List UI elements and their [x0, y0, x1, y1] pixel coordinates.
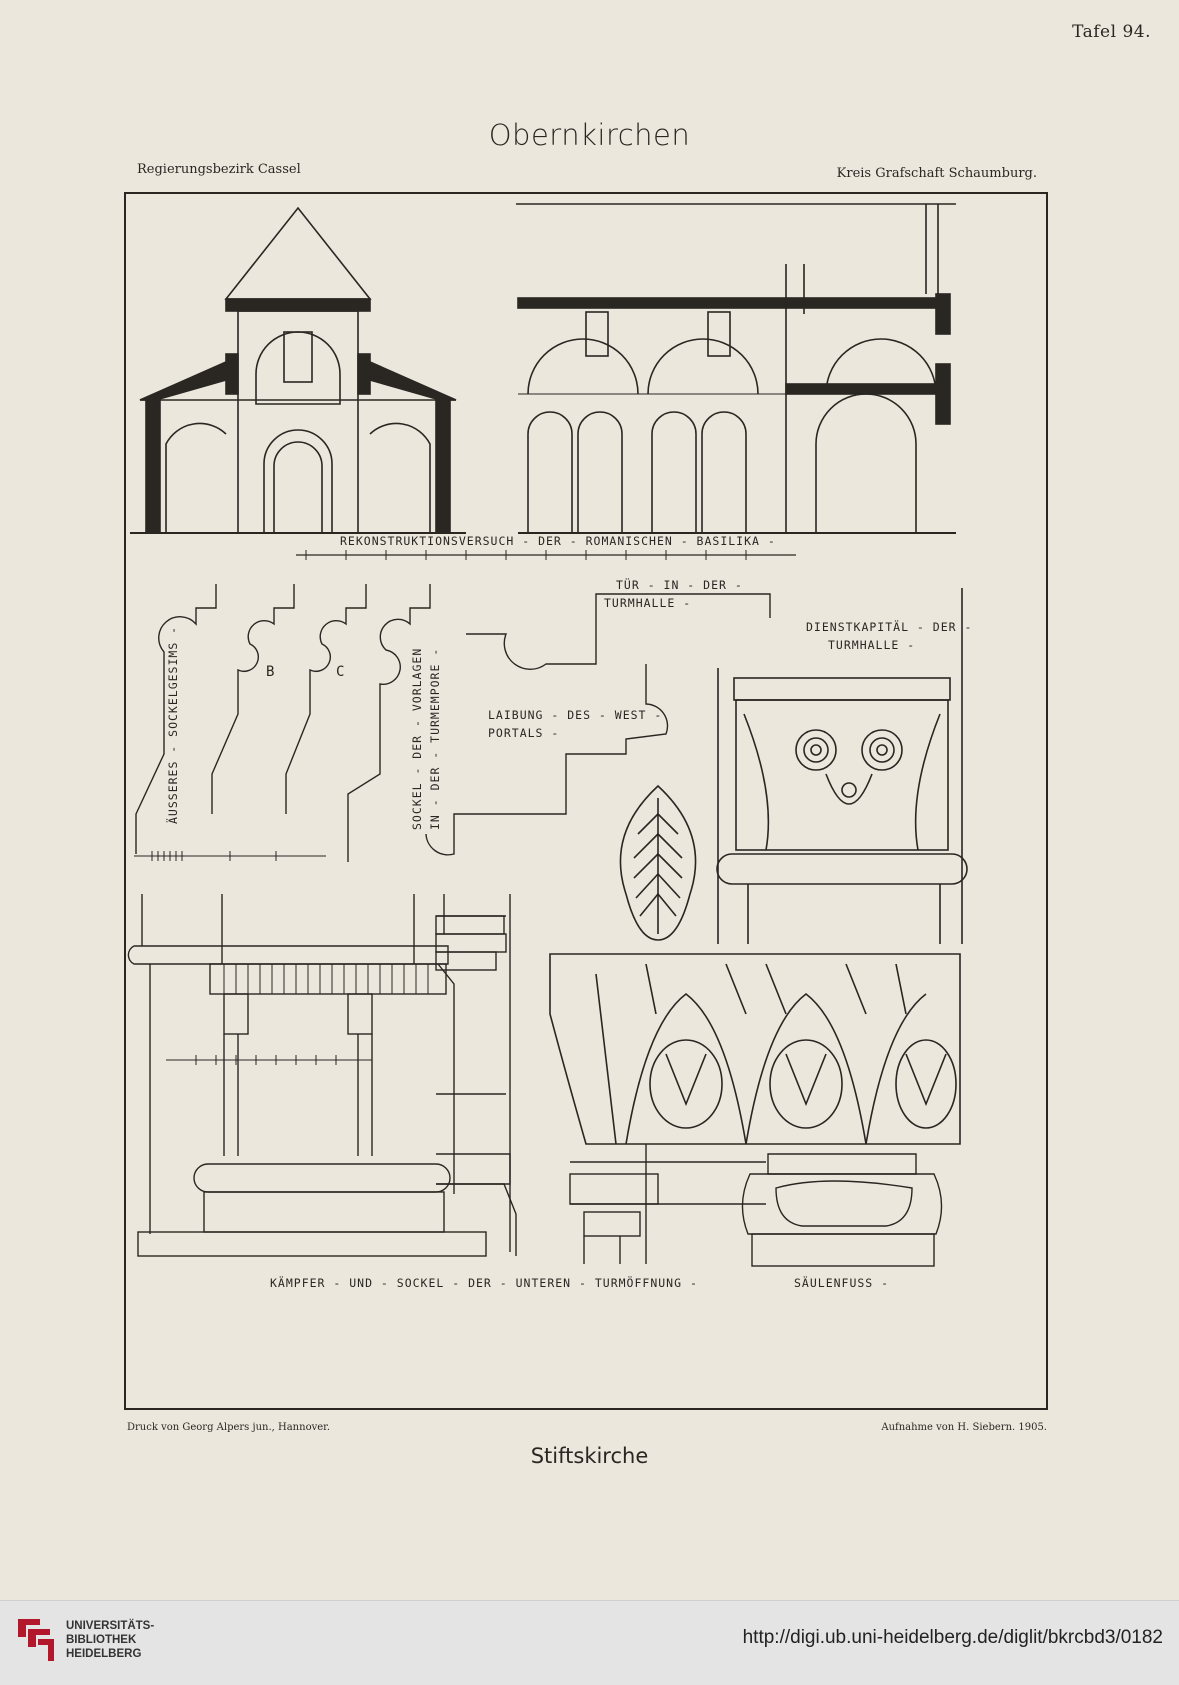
small-capital-drawing	[569, 1144, 766, 1264]
permalink-url[interactable]: http://digi.ub.uni-heidelberg.de/diglit/…	[742, 1627, 1163, 1648]
caption-service-capital-2: Turmhalle -	[828, 638, 916, 652]
page-title: Obernkirchen	[488, 118, 691, 152]
printer-note: Druck von Georg Alpers jun., Hannover.	[127, 1422, 331, 1433]
library-name-line1: UNIVERSITÄTS-	[66, 1620, 155, 1632]
base-profile-drawings	[134, 584, 431, 862]
plate-page: Tafel 94. Obernkirchen Regierungsbezirk …	[124, 22, 1151, 1468]
caption-west-portal: Laibung - des - West -	[488, 708, 663, 722]
page-subtitle: Stiftskirche	[530, 1444, 649, 1468]
library-logo-icon	[18, 1619, 54, 1661]
profile-label-c: C	[336, 664, 346, 680]
caption-impost: Kämpfer - und - Sockel - der - unteren -…	[270, 1276, 698, 1290]
caption-west-portal-2: Portals -	[488, 726, 560, 740]
library-banner: UNIVERSITÄTS- BIBLIOTHEK HEIDELBERG http…	[0, 1600, 1179, 1685]
survey-note: Aufnahme von H. Siebern. 1905.	[881, 1422, 1047, 1433]
architectural-drawings	[127, 203, 968, 1267]
caption-outer-base: Äusseres - Sockelgesims -	[166, 625, 180, 824]
drawing-frame: Rekonstruktionsversuch - der - romanisch…	[124, 192, 1048, 1410]
profile-label-b: B	[266, 664, 276, 680]
caption-tower-door: Tür - in - der -	[616, 578, 743, 592]
caption-service-capital: Dienstkapitäl - der -	[806, 620, 973, 634]
longitudinal-section-drawing	[516, 203, 956, 534]
caption-basilica: Rekonstruktionsversuch - der - romanisch…	[340, 534, 776, 548]
district-left: Regierungsbezirk Cassel	[137, 162, 301, 177]
library-name-line3: HEIDELBERG	[66, 1648, 142, 1660]
library-name-line2: BIBLIOTHEK	[66, 1634, 137, 1646]
plate-number: Tafel 94.	[1072, 22, 1151, 42]
service-capital-drawing	[716, 588, 968, 944]
west-portal-profile-drawing	[425, 593, 771, 856]
caption-base-gallery-2: in - der - Turmempore -	[428, 647, 442, 830]
caption-column-base: Säulenfuss -	[794, 1276, 890, 1290]
district-right: Kreis Grafschaft Schaumburg.	[836, 166, 1037, 181]
leaf-ornament-drawing	[619, 784, 697, 941]
cross-section-drawing	[130, 206, 466, 534]
caption-tower-door-2: Turmhalle -	[604, 596, 692, 610]
impost-and-base-drawing	[127, 894, 517, 1257]
column-base-drawing	[741, 1153, 943, 1267]
library-name: UNIVERSITÄTS- BIBLIOTHEK HEIDELBERG	[66, 1619, 154, 1661]
capital-frieze-drawing	[549, 953, 961, 1145]
caption-base-gallery: Sockel - der - Vorlagen	[410, 647, 424, 830]
